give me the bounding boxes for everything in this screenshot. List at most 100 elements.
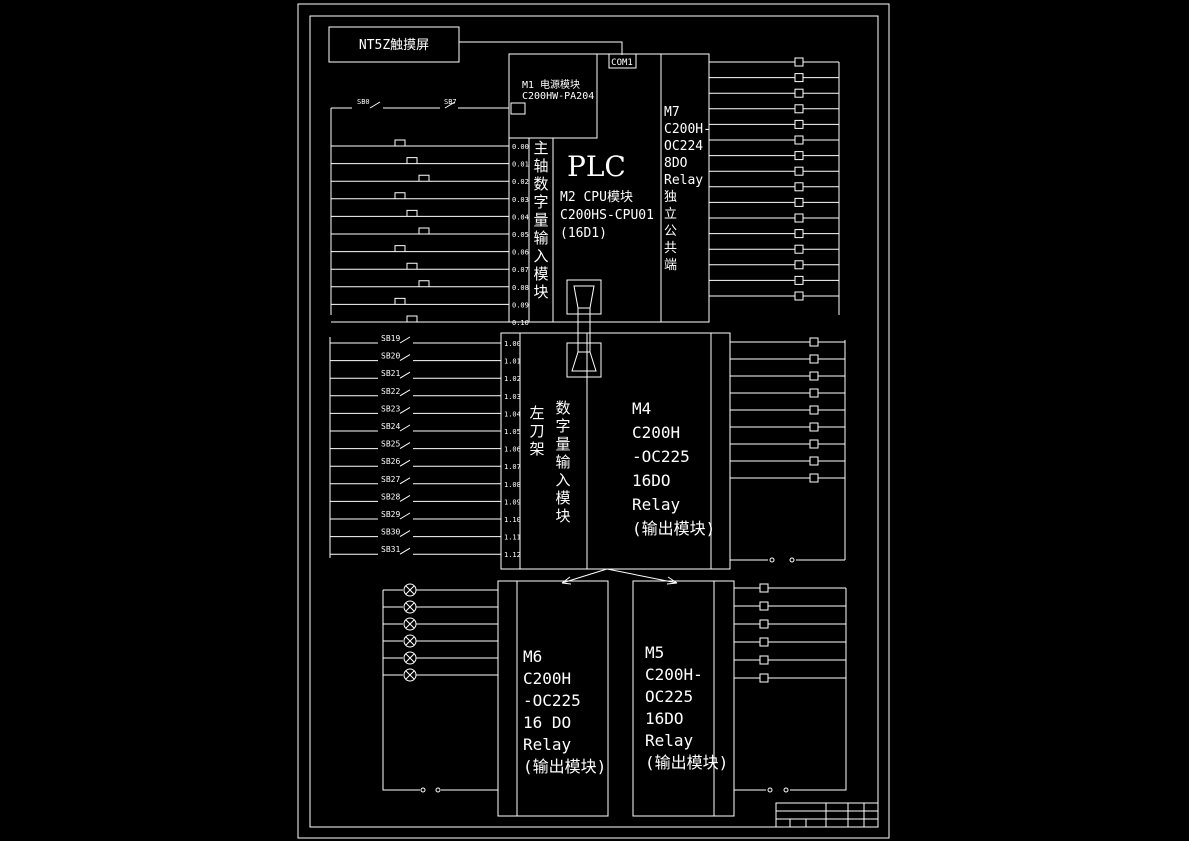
relay-coil-5 <box>759 673 769 683</box>
lower-switch-11 <box>399 530 411 538</box>
svg-text:SB0: SB0 <box>357 98 370 106</box>
left-address-10: 1.10 <box>504 516 521 524</box>
svg-text:SB7: SB7 <box>444 98 457 106</box>
left-address-2: 1.02 <box>504 375 521 383</box>
m7-label-line-3: 8DO <box>664 156 688 171</box>
m4-coil-6 <box>809 439 819 449</box>
digital-input-char-2: 量 <box>555 435 570 453</box>
relay-coil-1 <box>759 601 769 611</box>
m7-label-line-8: 共 <box>664 241 677 256</box>
relay-coil-4 <box>759 655 769 665</box>
m4-coil-5 <box>809 422 819 432</box>
upper-address-2: 0.02 <box>512 178 529 186</box>
power-module-model: C200HW-PA204 <box>522 91 594 102</box>
upper-address-7: 0.07 <box>512 266 529 274</box>
upper-address-10: 0.10 <box>512 319 529 327</box>
upper-address-9: 0.09 <box>512 301 529 309</box>
m6-label-line-1: C200H <box>523 669 571 688</box>
drawing-frame-outer <box>297 3 890 839</box>
left-address-5: 1.05 <box>504 428 521 436</box>
cpu-module-name: M2 CPU模块 <box>560 190 633 205</box>
expansion-cable <box>566 279 602 378</box>
left-turret-char-1: 刀 <box>529 422 544 440</box>
m7-coil-10 <box>794 213 804 223</box>
power-module-name: M1 电源模块 <box>522 78 580 91</box>
lower-switch-0 <box>399 336 411 344</box>
upper-address-1: 0.01 <box>512 161 529 169</box>
lower-switch-4 <box>399 406 411 414</box>
upper-address-4: 0.04 <box>512 213 529 221</box>
m7-label-line-4: Relay <box>664 173 703 188</box>
m7-coil-15 <box>794 291 804 301</box>
m7-label-line-9: 端 <box>664 258 677 273</box>
m7-label-line-5: 独 <box>664 190 677 205</box>
m7-coil-6 <box>794 151 804 161</box>
touch-screen-block: NT5Z触摸屏 <box>328 26 623 63</box>
upper-address-0: 0.00 <box>512 143 529 151</box>
upper-contact-5 <box>418 227 430 234</box>
m7-coil-3 <box>794 104 804 114</box>
left-address-4: 1.04 <box>504 410 521 418</box>
m7-label-line-2: OC224 <box>664 139 703 154</box>
branch-arrows <box>561 568 678 585</box>
sb-label-7: SB26 <box>381 457 400 466</box>
digital-input-char-3: 输 <box>555 453 570 471</box>
m6-label-line-5: (输出模块) <box>523 757 606 776</box>
upper-contact-6 <box>394 245 406 252</box>
spindle-label-char-6: 入 <box>533 247 548 265</box>
m4-label-line-5: (输出模块) <box>632 519 715 538</box>
m7-coil-5 <box>794 135 804 145</box>
lower-switch-12 <box>399 547 411 555</box>
upper-contact-8 <box>418 280 430 287</box>
m4-coil-8 <box>809 473 819 483</box>
m7-label-line-1: C200H- <box>664 122 711 137</box>
m7-label-line-0: M7 <box>664 105 680 120</box>
upper-address-5: 0.05 <box>512 231 529 239</box>
upper-contact-10 <box>406 315 418 322</box>
com1-port-label: COM1 <box>611 58 633 68</box>
left-address-1: 1.01 <box>504 358 521 366</box>
digital-input-char-4: 入 <box>555 471 570 489</box>
m5-label-line-5: (输出模块) <box>645 753 728 772</box>
m7-coil-4 <box>794 119 804 129</box>
left-address-11: 1.11 <box>504 534 521 542</box>
lamp-cross-2 <box>405 619 415 629</box>
sb-label-2: SB21 <box>381 369 400 378</box>
left-address-3: 1.03 <box>504 393 521 401</box>
touch-screen-label: NT5Z触摸屏 <box>359 38 429 53</box>
left-address-7: 1.07 <box>504 463 521 471</box>
m5-relay-ladder <box>734 583 847 793</box>
left-address-9: 1.09 <box>504 498 521 506</box>
spindle-label-char-3: 字 <box>533 193 548 211</box>
m4-coil-2 <box>809 371 819 381</box>
relay-coil-3 <box>759 637 769 647</box>
lower-switch-6 <box>399 442 411 450</box>
m4-coil-4 <box>809 405 819 415</box>
upper-contact-4 <box>406 209 418 217</box>
spindle-label-char-0: 主 <box>533 139 548 157</box>
lamp-cross-1 <box>405 602 415 612</box>
m7-output-ladder <box>709 57 840 315</box>
lower-switch-2 <box>399 371 411 379</box>
m4-label-line-3: 16DO <box>632 471 671 490</box>
upper-address-3: 0.03 <box>512 196 529 204</box>
upper-contact-1 <box>406 157 418 164</box>
m4-label-line-4: Relay <box>632 495 681 514</box>
upper-plc-rack: COM1 M1 电源模块 C200HW-PA204 PLC M2 CPU模块 C… <box>508 53 711 327</box>
spindle-label-char-2: 数 <box>533 175 548 193</box>
lower-switch-3 <box>399 389 411 397</box>
m4-coil-3 <box>809 388 819 398</box>
m6-label-line-0: M6 <box>523 647 542 666</box>
upper-address-8: 0.08 <box>512 284 529 292</box>
lower-switch-10 <box>399 512 411 520</box>
m6-label-line-4: Relay <box>523 735 572 754</box>
left-address-0: 1.00 <box>504 340 521 348</box>
sb-label-9: SB28 <box>381 492 400 501</box>
lower-input-switch-ladder <box>329 336 501 558</box>
sb-label-12: SB31 <box>381 545 400 554</box>
